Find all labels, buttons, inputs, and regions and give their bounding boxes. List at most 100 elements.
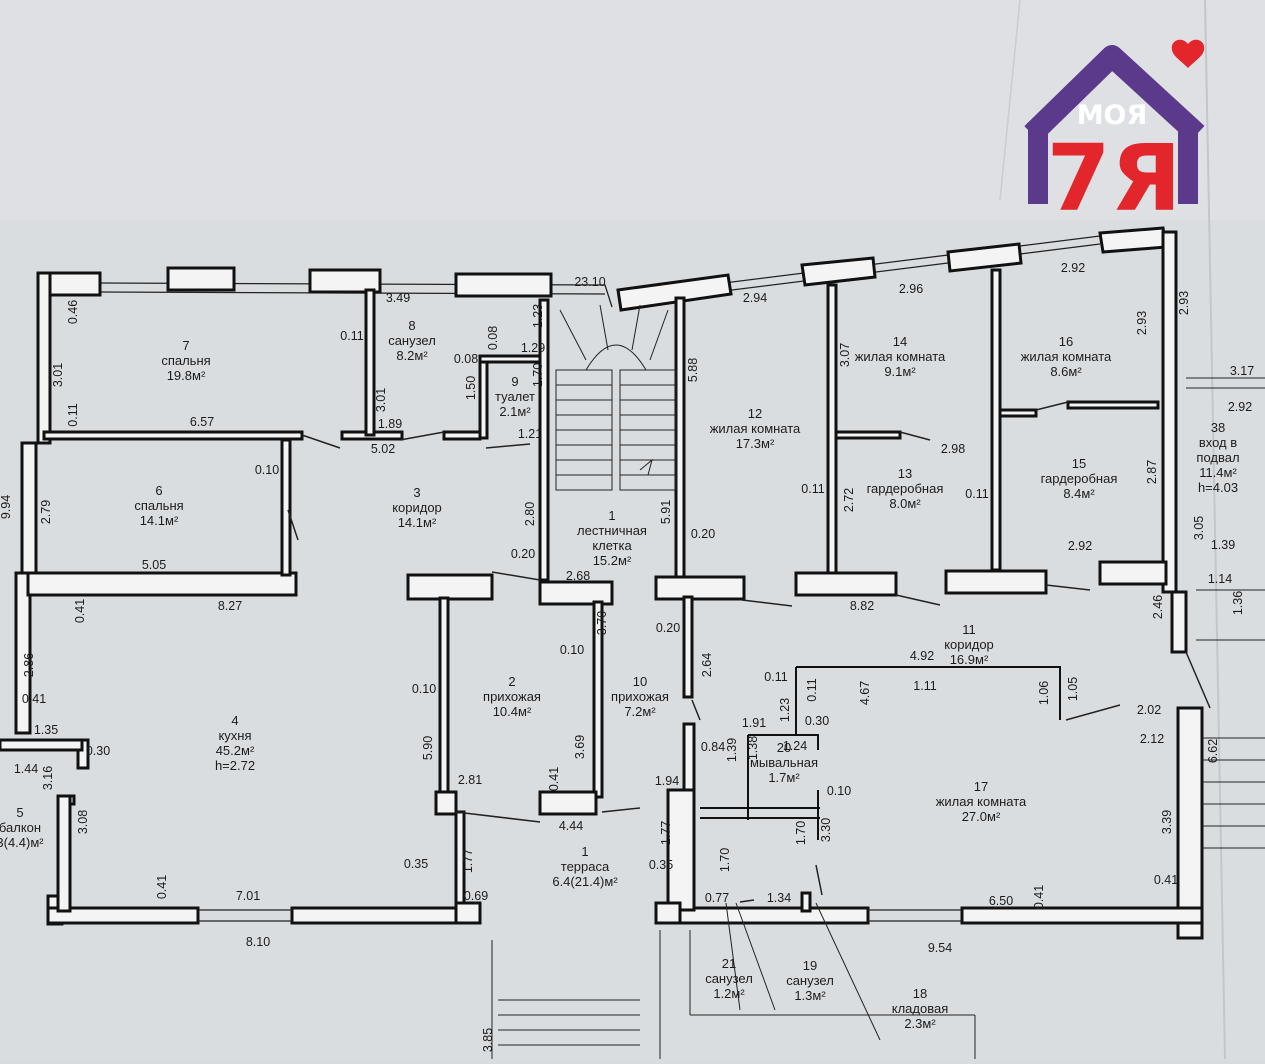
dimension-label-40: 5.91 [659,500,673,524]
dimension-label-36: 0.11 [801,482,824,496]
dimension-label-16: 5.02 [371,442,395,456]
dimension-label-2: 0.46 [66,300,80,324]
dimension-label-32: 2.93 [1177,291,1191,315]
dimension-label-7: 1.89 [378,417,402,431]
dimension-label-68: 1.24 [783,739,807,753]
dimension-label-72: 1.35 [34,723,58,737]
dimension-label-38: 0.11 [965,487,988,501]
dimension-label-20: 5.05 [142,558,166,572]
callout-leaders [725,902,881,1041]
door-swings [287,401,1211,903]
dimension-label-11: 1.50 [464,376,478,400]
dimension-label-97: 6.62 [1206,739,1220,763]
dimension-label-76: 3.08 [76,810,90,834]
dimension-label-3: 0.11 [340,329,363,343]
dimension-label-5: 0.11 [66,403,80,426]
dimension-label-63: 0.30 [805,714,829,728]
dimension-label-31: 2.92 [1061,261,1085,275]
dimension-label-19: 9.94 [0,495,13,519]
dimension-label-57: 0.11 [805,678,819,701]
dimension-label-59: 1.05 [1066,677,1080,701]
dimension-label-13: 1.23 [531,304,545,328]
dimension-label-56: 1.11 [913,679,936,693]
dimension-label-12: 1.29 [521,341,545,355]
dimension-label-78: 5.90 [421,736,435,760]
dimension-label-26: 2.94 [743,291,767,305]
dimension-label-33: 3.17 [1230,364,1254,378]
dimension-label-62: 1.23 [778,698,792,722]
dimension-label-52: 2.64 [700,653,714,677]
dimension-label-9: 0.08 [486,326,500,350]
dimension-label-84: 1.77 [461,849,475,873]
dimension-label-69: 0.10 [827,784,851,798]
outer-walls [14,226,1204,940]
dimension-label-35: 2.98 [941,442,965,456]
dimension-label-87: 0.35 [649,858,673,872]
dimension-label-30: 2.93 [1135,311,1149,335]
dimension-label-71: 0.41 [22,692,46,706]
interior-walls [0,268,1168,925]
dimension-label-102: 9.54 [928,941,952,955]
dimension-label-74: 1.44 [14,762,38,776]
dimension-label-47: 8.82 [850,599,874,613]
dimension-label-80: 3.69 [573,735,587,759]
dimension-label-18: 2.79 [39,500,53,524]
dimension-label-17: 0.10 [255,463,279,477]
dimension-label-98: 0.77 [705,891,729,905]
dimension-label-75: 3.16 [41,766,55,790]
dimension-label-90: 7.01 [236,889,260,903]
dimension-label-60: 2.02 [1137,703,1161,717]
dimension-label-39: 2.87 [1145,460,1159,484]
dimension-label-82: 1.94 [655,774,679,788]
dimension-label-10: 0.08 [454,352,478,366]
dimension-label-101: 0.41 [1032,885,1046,909]
dimension-label-81: 2.81 [458,773,482,787]
dimension-label-65: 0.84 [701,740,725,754]
dimension-label-93: 1.70 [794,821,808,845]
dimension-label-89: 0.41 [155,875,169,899]
dimension-label-66: 1.39 [725,738,739,762]
dimension-label-41: 0.20 [691,527,715,541]
dimension-label-21: 0.41 [73,599,87,623]
dimension-label-42: 3.05 [1192,516,1206,540]
dimension-label-29: 2.96 [899,282,923,296]
dimension-label-37: 2.72 [842,488,856,512]
dimension-label-22: 8.27 [218,599,242,613]
dimension-label-48: 2.46 [1151,595,1165,619]
dimension-label-49: 0.20 [656,621,680,635]
dimension-label-4: 3.01 [51,363,65,387]
dimension-label-25: 2.68 [566,569,590,583]
dimension-label-67: 1.38 [746,736,760,760]
staircase [555,304,677,491]
dimension-label-8: 3.01 [374,388,388,412]
dimension-label-34: 2.92 [1228,400,1252,414]
dimension-label-94: 3.30 [819,818,833,842]
dimension-label-43: 1.39 [1211,538,1235,552]
dimension-label-1: 3.49 [386,291,410,305]
dimension-label-92: 1.70 [718,848,732,872]
dimension-label-46: 2.92 [1068,539,1092,553]
dimension-label-58: 1.06 [1037,681,1051,705]
dimension-label-103: 3.85 [481,1028,495,1052]
dimension-label-85: 1.77 [659,821,673,845]
